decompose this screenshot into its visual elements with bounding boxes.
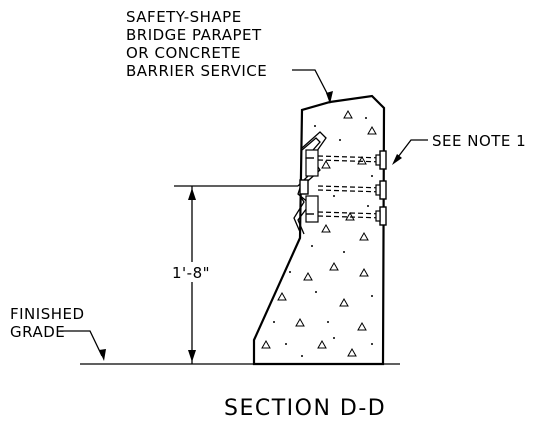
thrie-beam-rail (293, 131, 327, 235)
bolt-1-nut (379, 150, 387, 170)
barrier-callout-line-3: OR CONCRETE (126, 44, 241, 62)
barrier-outline (252, 94, 386, 366)
barrier-callout-line-4: BARRIER SERVICE (126, 62, 267, 80)
dimension-arrow-bottom (188, 350, 196, 362)
spacer-block-bottom (305, 195, 319, 223)
barrier-leader-line (292, 69, 331, 100)
barrier-leader-arrow (326, 91, 333, 104)
section-title: SECTION D-D (224, 396, 386, 421)
dimension-text: 1'-8" (172, 264, 210, 282)
note-callout: SEE NOTE 1 (392, 132, 526, 165)
grade-callout-line-1: FINISHED (10, 305, 85, 323)
bolt-3-shaft (317, 211, 385, 215)
note-callout-text: SEE NOTE 1 (432, 132, 526, 150)
grade-leader-line (60, 330, 103, 357)
barrier-callout: SAFETY-SHAPE BRIDGE PARAPET OR CONCRETE … (126, 8, 333, 104)
height-dimension: 1'-8" (168, 185, 298, 364)
bolt-3-nut (379, 206, 387, 226)
bolt-2-shaft (317, 185, 385, 189)
grade-leader-arrow (99, 349, 106, 361)
barrier-callout-line-1: SAFETY-SHAPE (126, 8, 242, 26)
thrie-beam-inner-2 (293, 195, 305, 233)
grade-callout-line-2: GRADE (10, 323, 65, 341)
barrier-callout-line-2: BRIDGE PARAPET (126, 26, 262, 44)
bolt-1-shaft (317, 155, 385, 159)
anchor-bolts (299, 150, 387, 226)
spacer-block-top (305, 149, 319, 177)
note-leader-arrow (392, 154, 402, 165)
note-leader-line (394, 139, 428, 162)
bolt-2-nut (379, 180, 387, 200)
concrete-barrier (252, 94, 386, 366)
dimension-text-mask (168, 262, 216, 282)
thrie-beam-outer (297, 131, 327, 235)
grade-callout: FINISHED GRADE (10, 305, 106, 361)
dimension-arrow-top (188, 188, 196, 200)
